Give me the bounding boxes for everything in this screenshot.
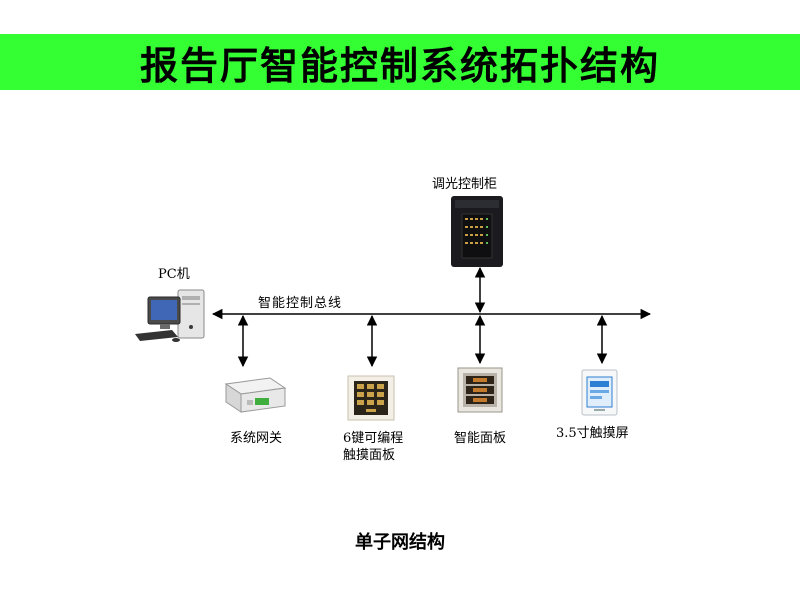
smart-panel-label: 智能面板 <box>454 430 506 447</box>
diagram-caption: 单子网结构 <box>0 528 800 554</box>
keypad-label-line1: 6键可编程 <box>343 430 403 447</box>
gateway-icon <box>226 378 285 412</box>
pc-label: PC机 <box>158 266 190 283</box>
keypad-panel-icon <box>348 376 394 420</box>
keypad-label-line2: 触摸面板 <box>343 447 395 464</box>
dimmer-cabinet-label: 调光控制柜 <box>432 176 497 193</box>
smart-panel-icon <box>458 368 502 412</box>
bus-label: 智能控制总线 <box>258 295 342 312</box>
gateway-label: 系统网关 <box>230 430 282 447</box>
touchscreen-label: 3.5寸触摸屏 <box>556 425 629 442</box>
touchscreen-icon <box>582 370 617 415</box>
dimmer-cabinet-icon <box>451 196 503 267</box>
pc-icon <box>135 290 204 342</box>
